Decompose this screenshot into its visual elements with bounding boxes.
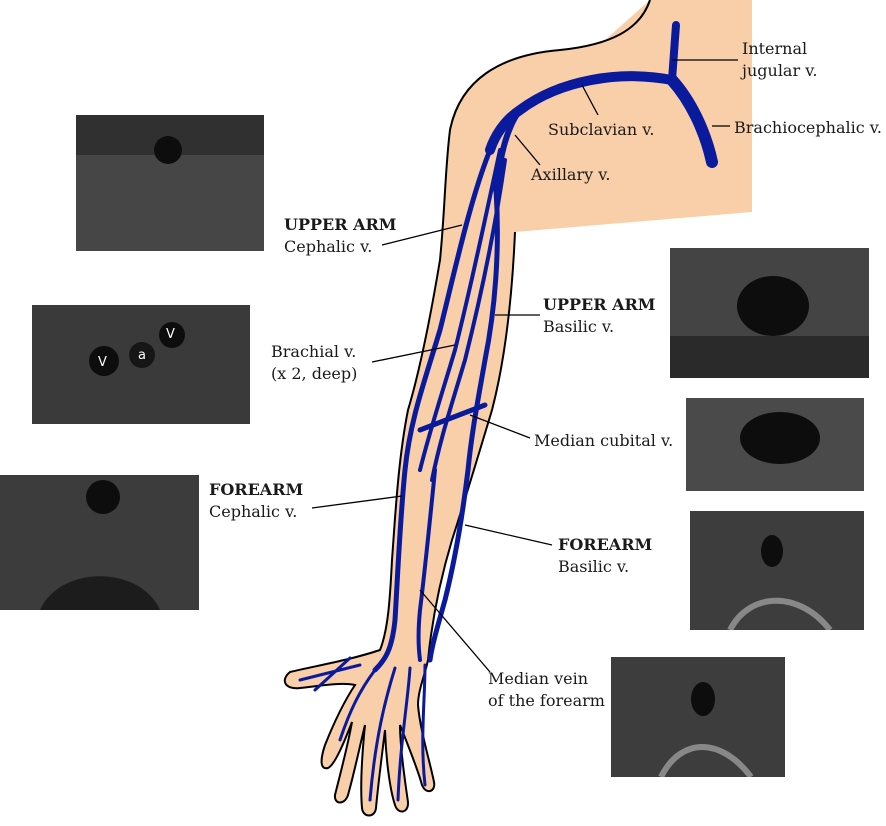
label-upper-arm-basilic-vein: Basilic v. [543,317,615,336]
internal-jugular-vein [668,21,680,84]
vein-marker-1: V [98,355,107,370]
label-forearm-basilic-region: FOREARM [558,535,653,554]
median-forearm-vein [416,468,437,662]
ultrasound-median-forearm [611,657,785,777]
label-median-forearm-line1: Median vein [488,669,589,688]
label-forearm-cephalic-region: FOREARM [209,480,304,499]
ultrasound-forearm-basilic [690,511,864,630]
ultrasound-forearm-cephalic [0,475,199,610]
axillary-vein [493,107,523,193]
label-upper-arm-basilic-region: UPPER ARM [543,295,656,314]
label-subclavian: Subclavian v. [548,120,655,139]
label-median-cubital: Median cubital v. [534,431,674,450]
label-forearm-cephalic-vein: Cephalic v. [209,502,298,521]
median-cubital-vein [417,402,488,433]
label-brachial-line1: Brachial v. [271,342,357,361]
label-brachial-line2: (x 2, deep) [271,364,358,383]
basilic-vein-upper [427,187,500,663]
artery-marker: a [138,348,146,363]
label-axillary: Axillary v. [531,165,611,184]
label-upper-arm-cephalic-region: UPPER ARM [284,215,397,234]
ultrasound-upper-arm-basilic [670,248,869,378]
label-forearm-basilic-vein: Basilic v. [558,557,630,576]
brachial-vein-1 [418,148,502,472]
brachial-vein-2 [430,158,507,482]
label-median-forearm: Median vein of the forearm [488,668,605,712]
label-brachial: Brachial v. (x 2, deep) [271,341,357,385]
label-median-forearm-line2: of the forearm [488,691,605,710]
label-brachiocephalic: Brachiocephalic v. [734,118,882,137]
ultrasound-upper-arm-cephalic [76,115,264,251]
brachiocephalic-vein [666,74,718,168]
subclavian-vein [485,71,677,155]
label-forearm-basilic: FOREARM Basilic v. [558,534,652,578]
label-internal-jugular-line1: Internal [742,39,808,58]
cephalic-vein-upper [372,147,493,673]
ultrasound-median-cubital [686,398,864,491]
arm-silhouette [283,0,651,817]
ultrasound-brachial: V a V [32,305,250,424]
label-upper-arm-cephalic: UPPER ARM Cephalic v. [284,214,397,258]
hand-veins [298,656,427,802]
label-upper-arm-basilic: UPPER ARM Basilic v. [543,294,656,338]
label-upper-arm-cephalic-vein: Cephalic v. [284,237,373,256]
label-forearm-cephalic: FOREARM Cephalic v. [209,479,303,523]
label-internal-jugular: Internal jugular v. [742,38,817,82]
label-internal-jugular-line2: jugular v. [742,61,818,80]
vein-marker-2: V [166,327,175,342]
